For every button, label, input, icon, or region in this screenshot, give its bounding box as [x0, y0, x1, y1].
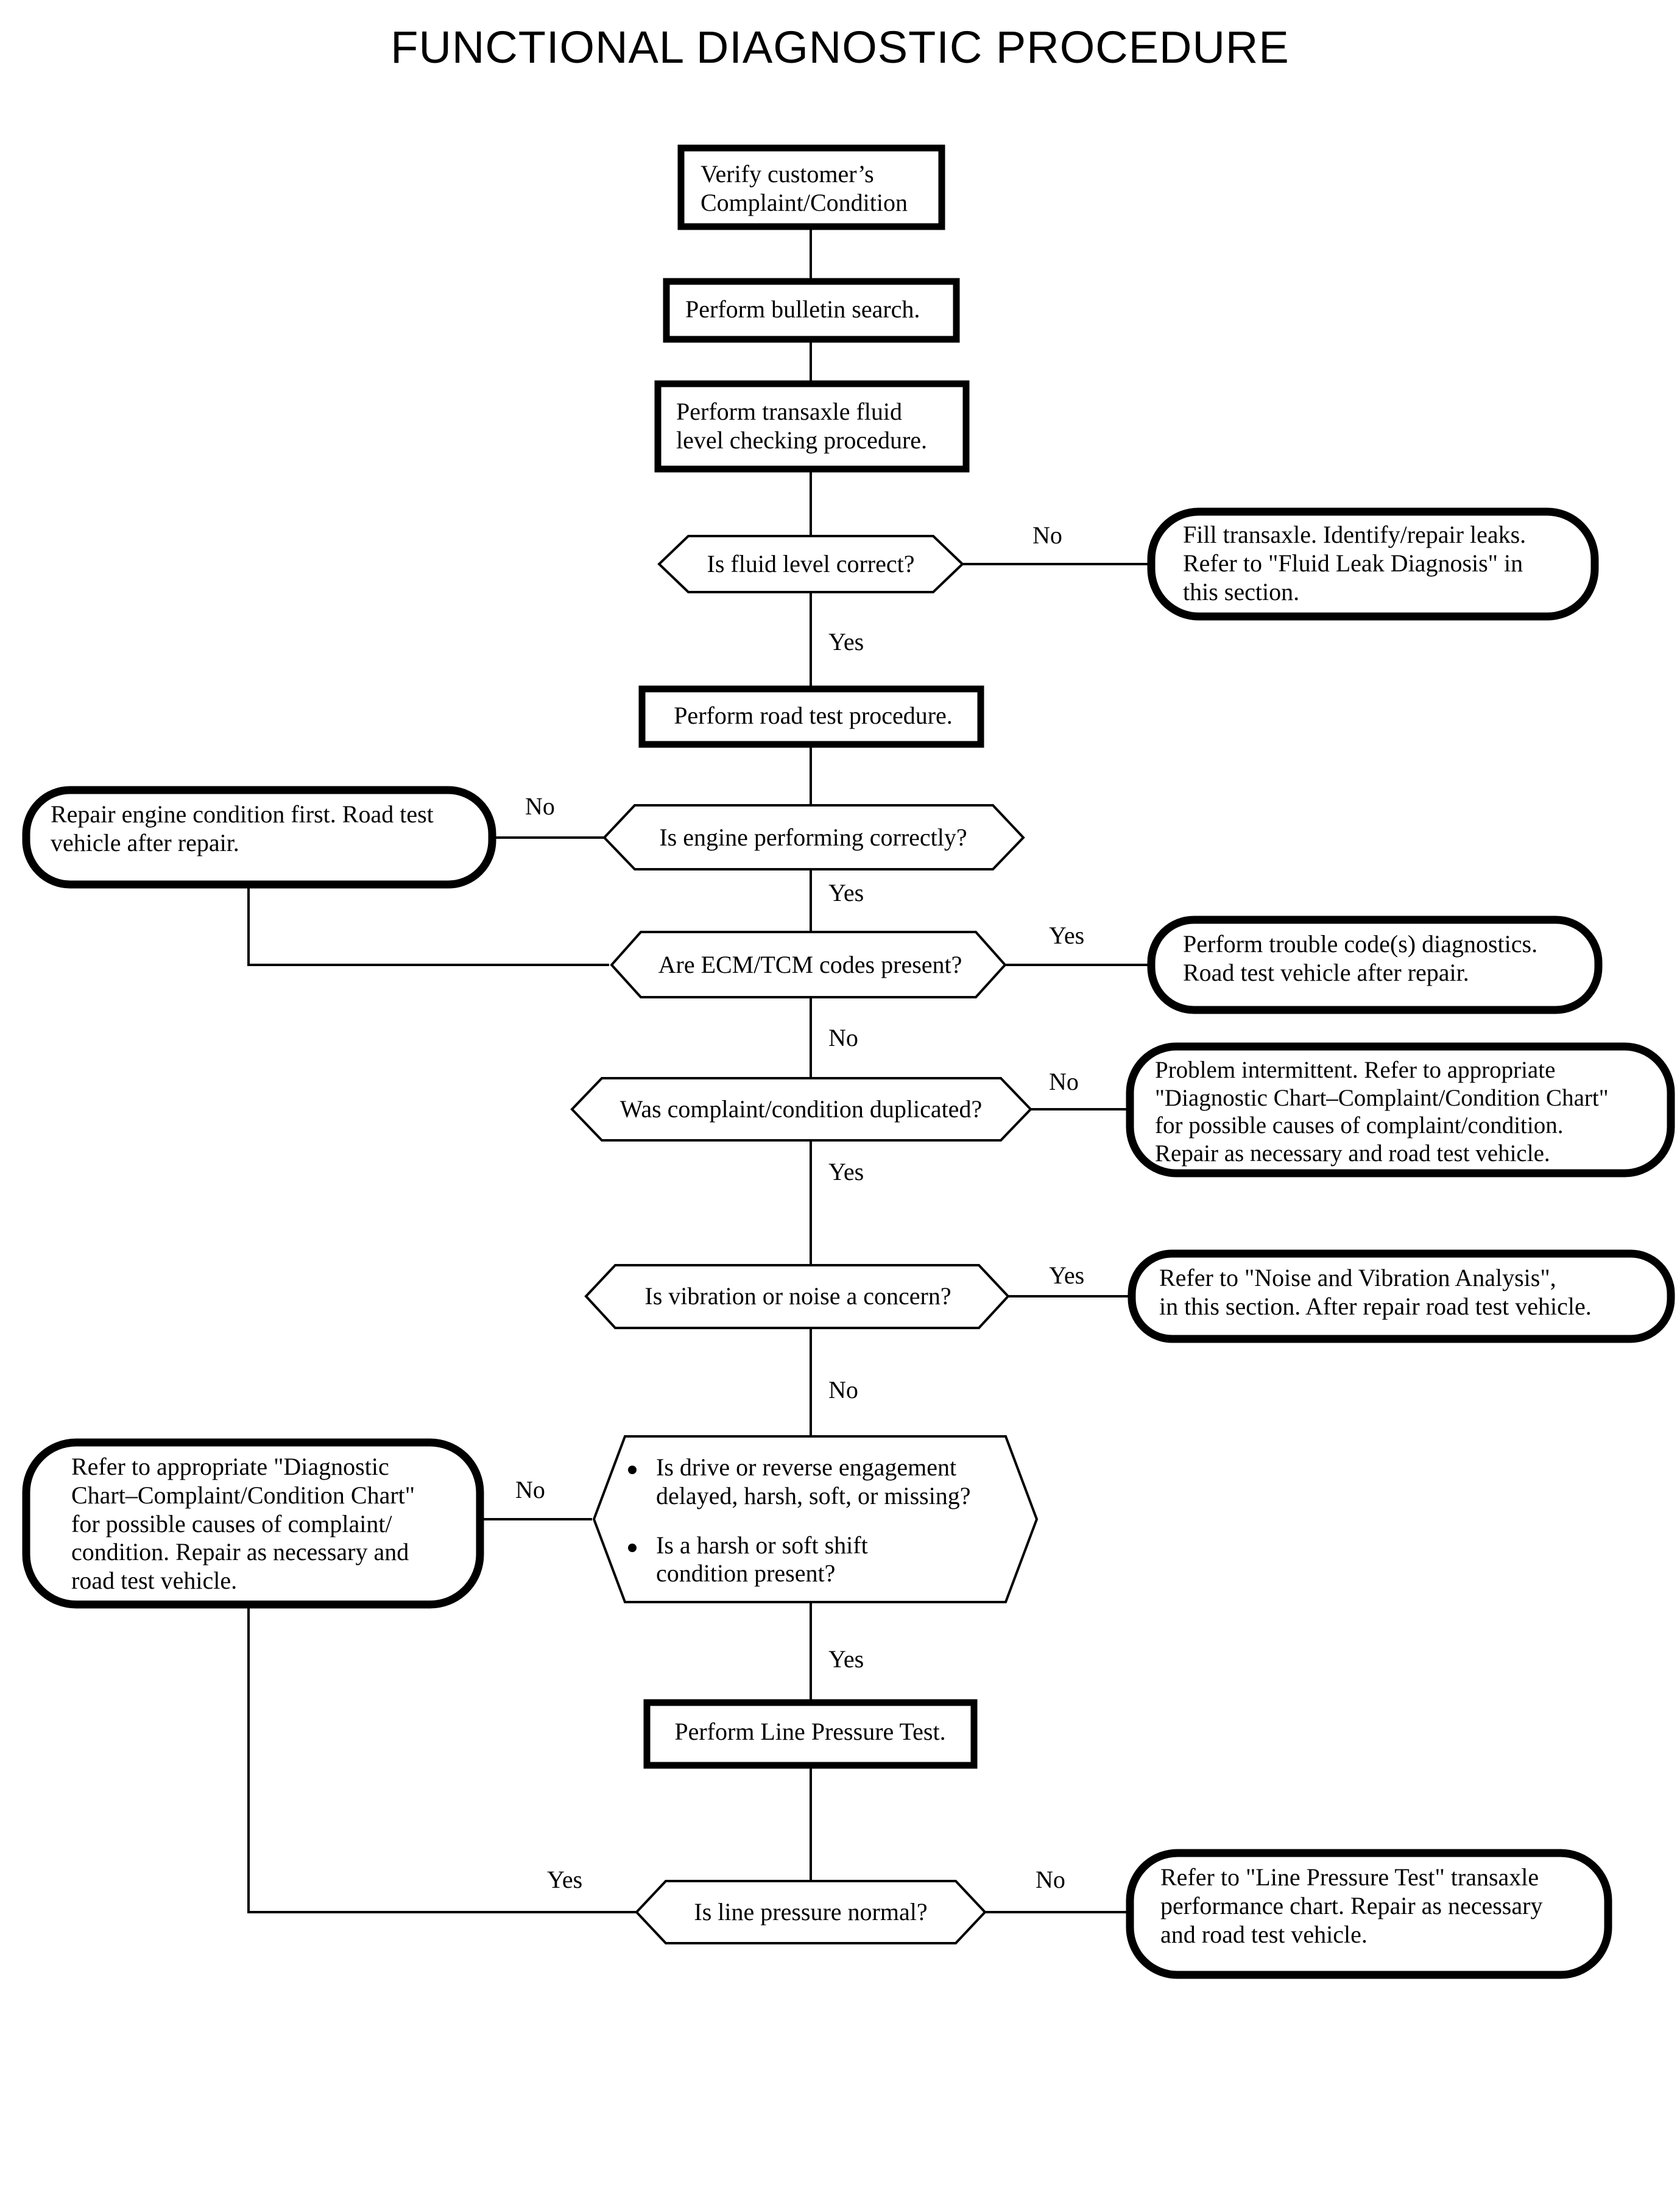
process-text-fluid-level-check: Perform transaxle fluid level checking p… [676, 398, 928, 454]
terminator-fill-transaxle [1147, 507, 1599, 621]
process-box-line-pressure-test [643, 1699, 978, 1769]
terminator-text-line-pressure-chart: Refer to "Line Pressure Test" transaxle … [1160, 1863, 1543, 1948]
decision-fluid-level-correct [657, 535, 964, 593]
terminator-problem-intermittent [1126, 1042, 1675, 1177]
edge-label-d7-yes: Yes [547, 1866, 583, 1893]
list-item: Is a harsh or soft shift condition prese… [618, 1531, 1020, 1589]
decision-text-fluid-level-correct: Is fluid level correct? [707, 550, 915, 577]
edge-label-d3-yes: Yes [1049, 922, 1085, 949]
terminator-line-pressure-chart [1126, 1849, 1612, 1979]
decision-text-line-pressure-normal: Is line pressure normal? [694, 1898, 928, 1926]
terminator-text-problem-intermittent: Problem intermittent. Refer to appropria… [1155, 1057, 1609, 1167]
bullet-dot-icon [628, 1466, 637, 1474]
edge-label-d5-no: No [828, 1376, 858, 1403]
decision-text-vibration-noise: Is vibration or noise a concern? [644, 1282, 951, 1310]
decision-ecm-tcm-codes [610, 931, 1007, 998]
process-text-bulletin-search: Perform bulletin search. [685, 295, 920, 323]
process-box-fluid-level-check [654, 380, 970, 473]
decision-complaint-duplicated [570, 1077, 1032, 1142]
terminator-repair-engine [22, 786, 496, 889]
page-title: FUNCTIONAL DIAGNOSTIC PROCEDURE [390, 22, 1290, 72]
edge-label-d4-yes: Yes [828, 1158, 864, 1185]
edge-label-d3-no: No [828, 1024, 858, 1051]
decision-line-pressure-normal [635, 1880, 987, 1944]
process-text-line-pressure-test: Perform Line Pressure Test. [674, 1718, 946, 1745]
decision-vibration-noise [584, 1264, 1010, 1329]
edge-label-d1-yes: Yes [828, 628, 864, 655]
terminator-text-noise-vibration: Refer to "Noise and Vibration Analysis",… [1159, 1264, 1592, 1320]
decision-text-ecm-tcm-codes: Are ECM/TCM codes present? [658, 951, 962, 978]
edge-label-d6-no: No [515, 1476, 545, 1503]
connector-lines [247, 227, 1151, 1913]
terminator-text-diagnostic-chart: Refer to appropriate "Diagnostic Chart–C… [71, 1453, 415, 1595]
process-text-road-test: Perform road test procedure. [674, 702, 953, 729]
terminator-text-repair-engine: Repair engine condition first. Road test… [51, 800, 434, 856]
edge-label-d4-no: No [1049, 1068, 1079, 1095]
decision-engine-performing [602, 804, 1025, 870]
edge-t6-d7-yes [247, 1605, 637, 1913]
bullet-dot-icon [628, 1543, 637, 1552]
edge-label-d7-no: No [1036, 1866, 1065, 1893]
edge-label-d2-yes: Yes [828, 879, 864, 906]
terminator-text-fill-transaxle: Fill transaxle. Identify/repair leaks. R… [1183, 521, 1526, 605]
decision-text-engagement-shift: Is drive or reverse engagement delayed, … [618, 1453, 1020, 1588]
decision-bullet-list: Is drive or reverse engagement delayed, … [618, 1453, 1020, 1588]
terminator-noise-vibration [1128, 1249, 1675, 1343]
edge-label-d2-no: No [525, 793, 555, 820]
decision-engagement-shift [592, 1435, 1039, 1603]
process-text-verify-complaint: Verify customer’s Complaint/Condition [701, 160, 908, 216]
edge-label-d5-yes: Yes [1049, 1262, 1085, 1289]
edge-label-d6-yes: Yes [828, 1645, 864, 1673]
list-item: Is drive or reverse engagement delayed, … [618, 1453, 1020, 1511]
edge-t2-d3 [247, 884, 609, 966]
terminator-trouble-codes [1147, 916, 1603, 1014]
decision-text-complaint-duplicated: Was complaint/condition duplicated? [619, 1095, 983, 1123]
process-box-bulletin-search [663, 278, 960, 343]
terminator-diagnostic-chart [22, 1438, 484, 1609]
process-box-road-test [638, 685, 984, 748]
decision-text-engine-performing: Is engine performing correctly? [659, 824, 967, 851]
terminator-text-trouble-codes: Perform trouble code(s) diagnostics. Roa… [1183, 930, 1538, 986]
edge-label-d1-no: No [1032, 521, 1062, 549]
process-box-verify-complaint [677, 144, 945, 230]
